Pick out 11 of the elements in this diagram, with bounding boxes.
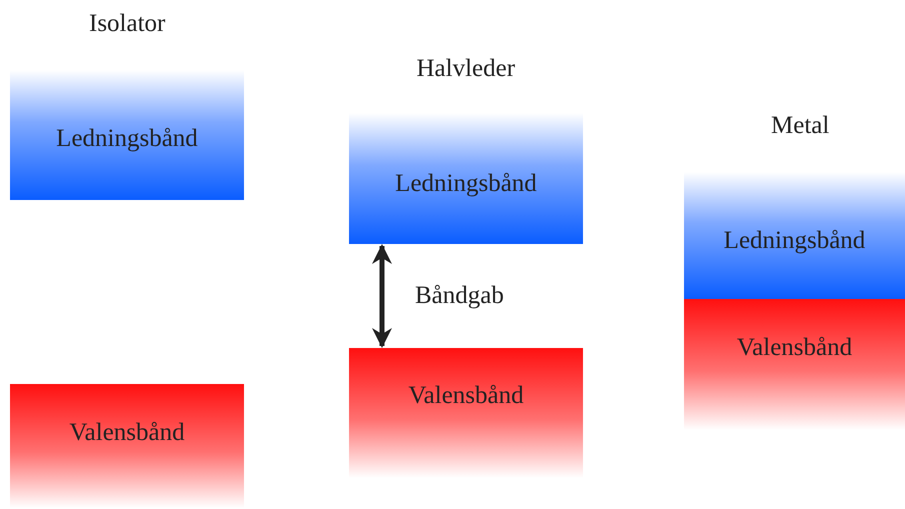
valence-band: Valensbånd: [684, 299, 905, 430]
conduction-band: Ledningsbånd: [10, 70, 244, 200]
column-heading: Metal: [771, 112, 830, 140]
column-heading: Halvleder: [416, 55, 516, 83]
conduction-band: Ledningsbånd: [684, 172, 905, 299]
valence-band: Valensbånd: [349, 348, 583, 478]
edge-label: Båndgab: [415, 282, 504, 310]
column-heading: Isolator: [89, 10, 166, 38]
valence-band: Valensbånd: [10, 384, 244, 508]
double-arrow: [372, 244, 392, 348]
conduction-band: Ledningsbånd: [349, 113, 583, 244]
